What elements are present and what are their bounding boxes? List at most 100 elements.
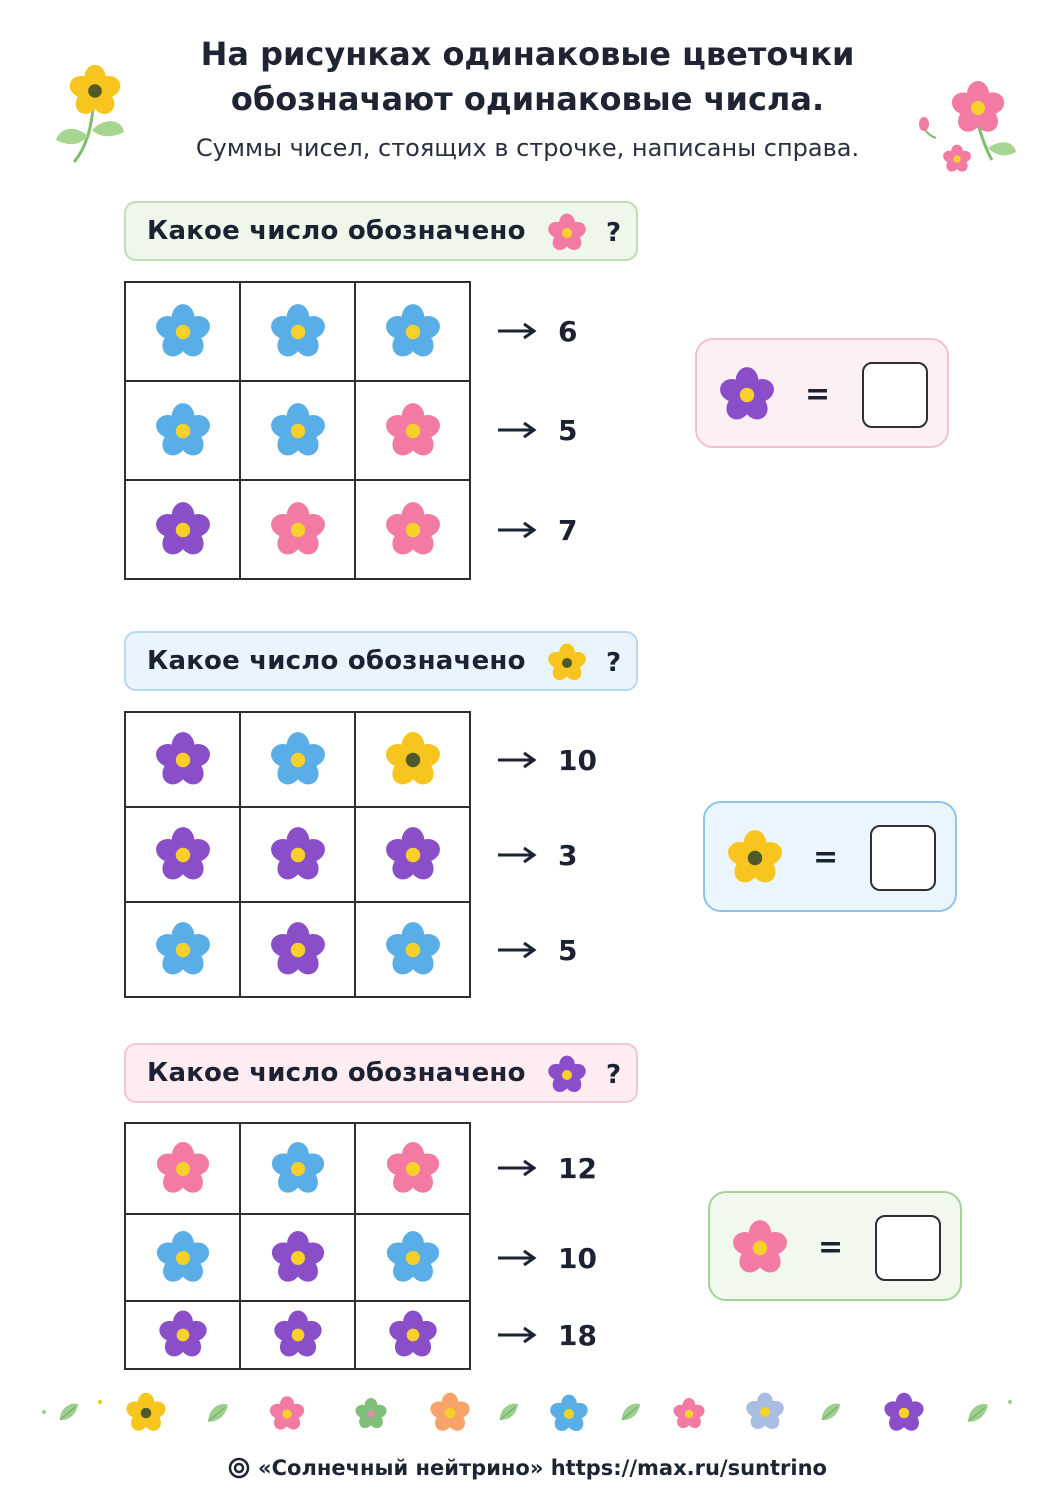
answer-box[interactable] (870, 825, 936, 891)
purple-flower-icon (384, 1306, 442, 1364)
grid-cell (354, 1300, 471, 1370)
arrow-right-icon (498, 1159, 537, 1177)
grid-cell (124, 806, 241, 903)
grid-cell (124, 901, 241, 998)
equals-sign: = (805, 377, 831, 412)
blue-flower-icon (381, 1226, 445, 1290)
answer-card-1: = (695, 338, 949, 448)
blue-flower-icon (150, 917, 216, 983)
flower-grid-1 (124, 281, 471, 580)
grid-cell (124, 1300, 241, 1370)
purple-flower-icon (269, 1306, 327, 1364)
footer-text: «Солнечный нейтрино» https://max.ru/sunt… (258, 1456, 827, 1480)
equals-sign: = (818, 1230, 844, 1265)
grid-cell (124, 281, 241, 382)
blue-flower-icon (150, 398, 216, 464)
question-text: Какое число обозначено (147, 216, 526, 246)
arrow-right-icon (498, 322, 537, 340)
grid-cell (239, 901, 356, 998)
grid-cell (354, 380, 471, 481)
sum-value: 6 (558, 314, 578, 348)
blue-flower-icon (150, 299, 216, 365)
answer-box[interactable] (875, 1215, 941, 1281)
sum-value: 18 (558, 1318, 597, 1352)
arrow-right-icon (498, 941, 537, 959)
grid-cell (354, 711, 471, 808)
arrow-right-icon (498, 1249, 537, 1267)
grid-cell (354, 479, 471, 580)
sum-value: 10 (558, 1241, 597, 1275)
page-title-line1: На рисунках одинаковые цветочки (200, 35, 855, 73)
arrow-right-icon (498, 1326, 537, 1344)
purple-flower-icon (380, 822, 446, 888)
sum-value: 10 (558, 743, 597, 777)
page-subtitle: Суммы чисел, стоящих в строчке, написаны… (195, 134, 860, 162)
grid-cell (239, 1300, 356, 1370)
blue-flower-icon (380, 299, 446, 365)
grid-cell (124, 1122, 241, 1215)
blue-flower-icon (380, 917, 446, 983)
page-title-line2: обозначают одинаковые числа. (230, 80, 825, 118)
pink-flower-corner-icon (919, 72, 1016, 180)
row-sum-3-1: 12 (496, 1148, 597, 1188)
blue-flower-icon (265, 398, 331, 464)
yellow-flower-icon (380, 727, 446, 793)
grid-cell (354, 806, 471, 903)
answer-card-2: = (703, 801, 957, 912)
decorative-flower-border (42, 1385, 1012, 1441)
purple-flower-icon (265, 822, 331, 888)
blue-flower-icon (265, 727, 331, 793)
blue-flower-icon (151, 1226, 215, 1290)
grid-cell (239, 806, 356, 903)
blue-flower-icon (265, 299, 331, 365)
row-sum-3-3: 18 (496, 1315, 597, 1355)
purple-flower-icon (544, 1052, 590, 1098)
pink-flower-icon (380, 497, 446, 563)
arrow-right-icon (498, 521, 537, 539)
sum-value: 5 (558, 933, 578, 967)
row-sum-2-3: 5 (496, 930, 577, 970)
pink-flower-icon (381, 1137, 445, 1201)
purple-flower-icon (266, 1226, 330, 1290)
grid-cell (239, 1122, 356, 1215)
arrow-right-icon (498, 421, 537, 439)
pink-flower-icon (544, 210, 590, 256)
row-sum-1-3: 7 (496, 510, 577, 550)
question-banner-1: Какое число обозначено ? (124, 201, 638, 261)
purple-flower-icon (150, 497, 216, 563)
pink-flower-icon (265, 497, 331, 563)
grid-cell (354, 901, 471, 998)
sum-value: 3 (558, 838, 578, 872)
purple-flower-icon (265, 917, 331, 983)
yellow-flower-icon (722, 825, 788, 891)
footer: «Солнечный нейтрино» https://max.ru/sunt… (0, 1456, 1055, 1480)
row-sum-3-2: 10 (496, 1238, 597, 1278)
grid-cell (239, 1213, 356, 1302)
pink-flower-icon (727, 1215, 793, 1281)
question-banner-2: Какое число обозначено ? (124, 631, 638, 691)
question-mark: ? (606, 218, 622, 248)
purple-flower-icon (714, 362, 780, 428)
purple-flower-icon (150, 822, 216, 888)
arrow-right-icon (498, 751, 537, 769)
copyright-icon (228, 1457, 250, 1479)
row-sum-1-1: 6 (496, 311, 577, 351)
pink-flower-icon (151, 1137, 215, 1201)
question-text: Какое число обозначено (147, 1058, 526, 1088)
sum-value: 7 (558, 513, 578, 547)
grid-cell (354, 1122, 471, 1215)
flower-grid-3 (124, 1122, 471, 1370)
grid-cell (239, 479, 356, 580)
answer-card-3: = (708, 1191, 962, 1301)
purple-flower-icon (154, 1306, 212, 1364)
answer-box[interactable] (862, 362, 928, 428)
question-mark: ? (606, 648, 622, 678)
question-text: Какое число обозначено (147, 646, 526, 676)
grid-cell (124, 1213, 241, 1302)
grid-cell (239, 281, 356, 382)
equals-sign: = (813, 840, 839, 875)
grid-cell (354, 281, 471, 382)
pink-flower-icon (380, 398, 446, 464)
question-mark: ? (606, 1060, 622, 1090)
sum-value: 12 (558, 1151, 597, 1185)
